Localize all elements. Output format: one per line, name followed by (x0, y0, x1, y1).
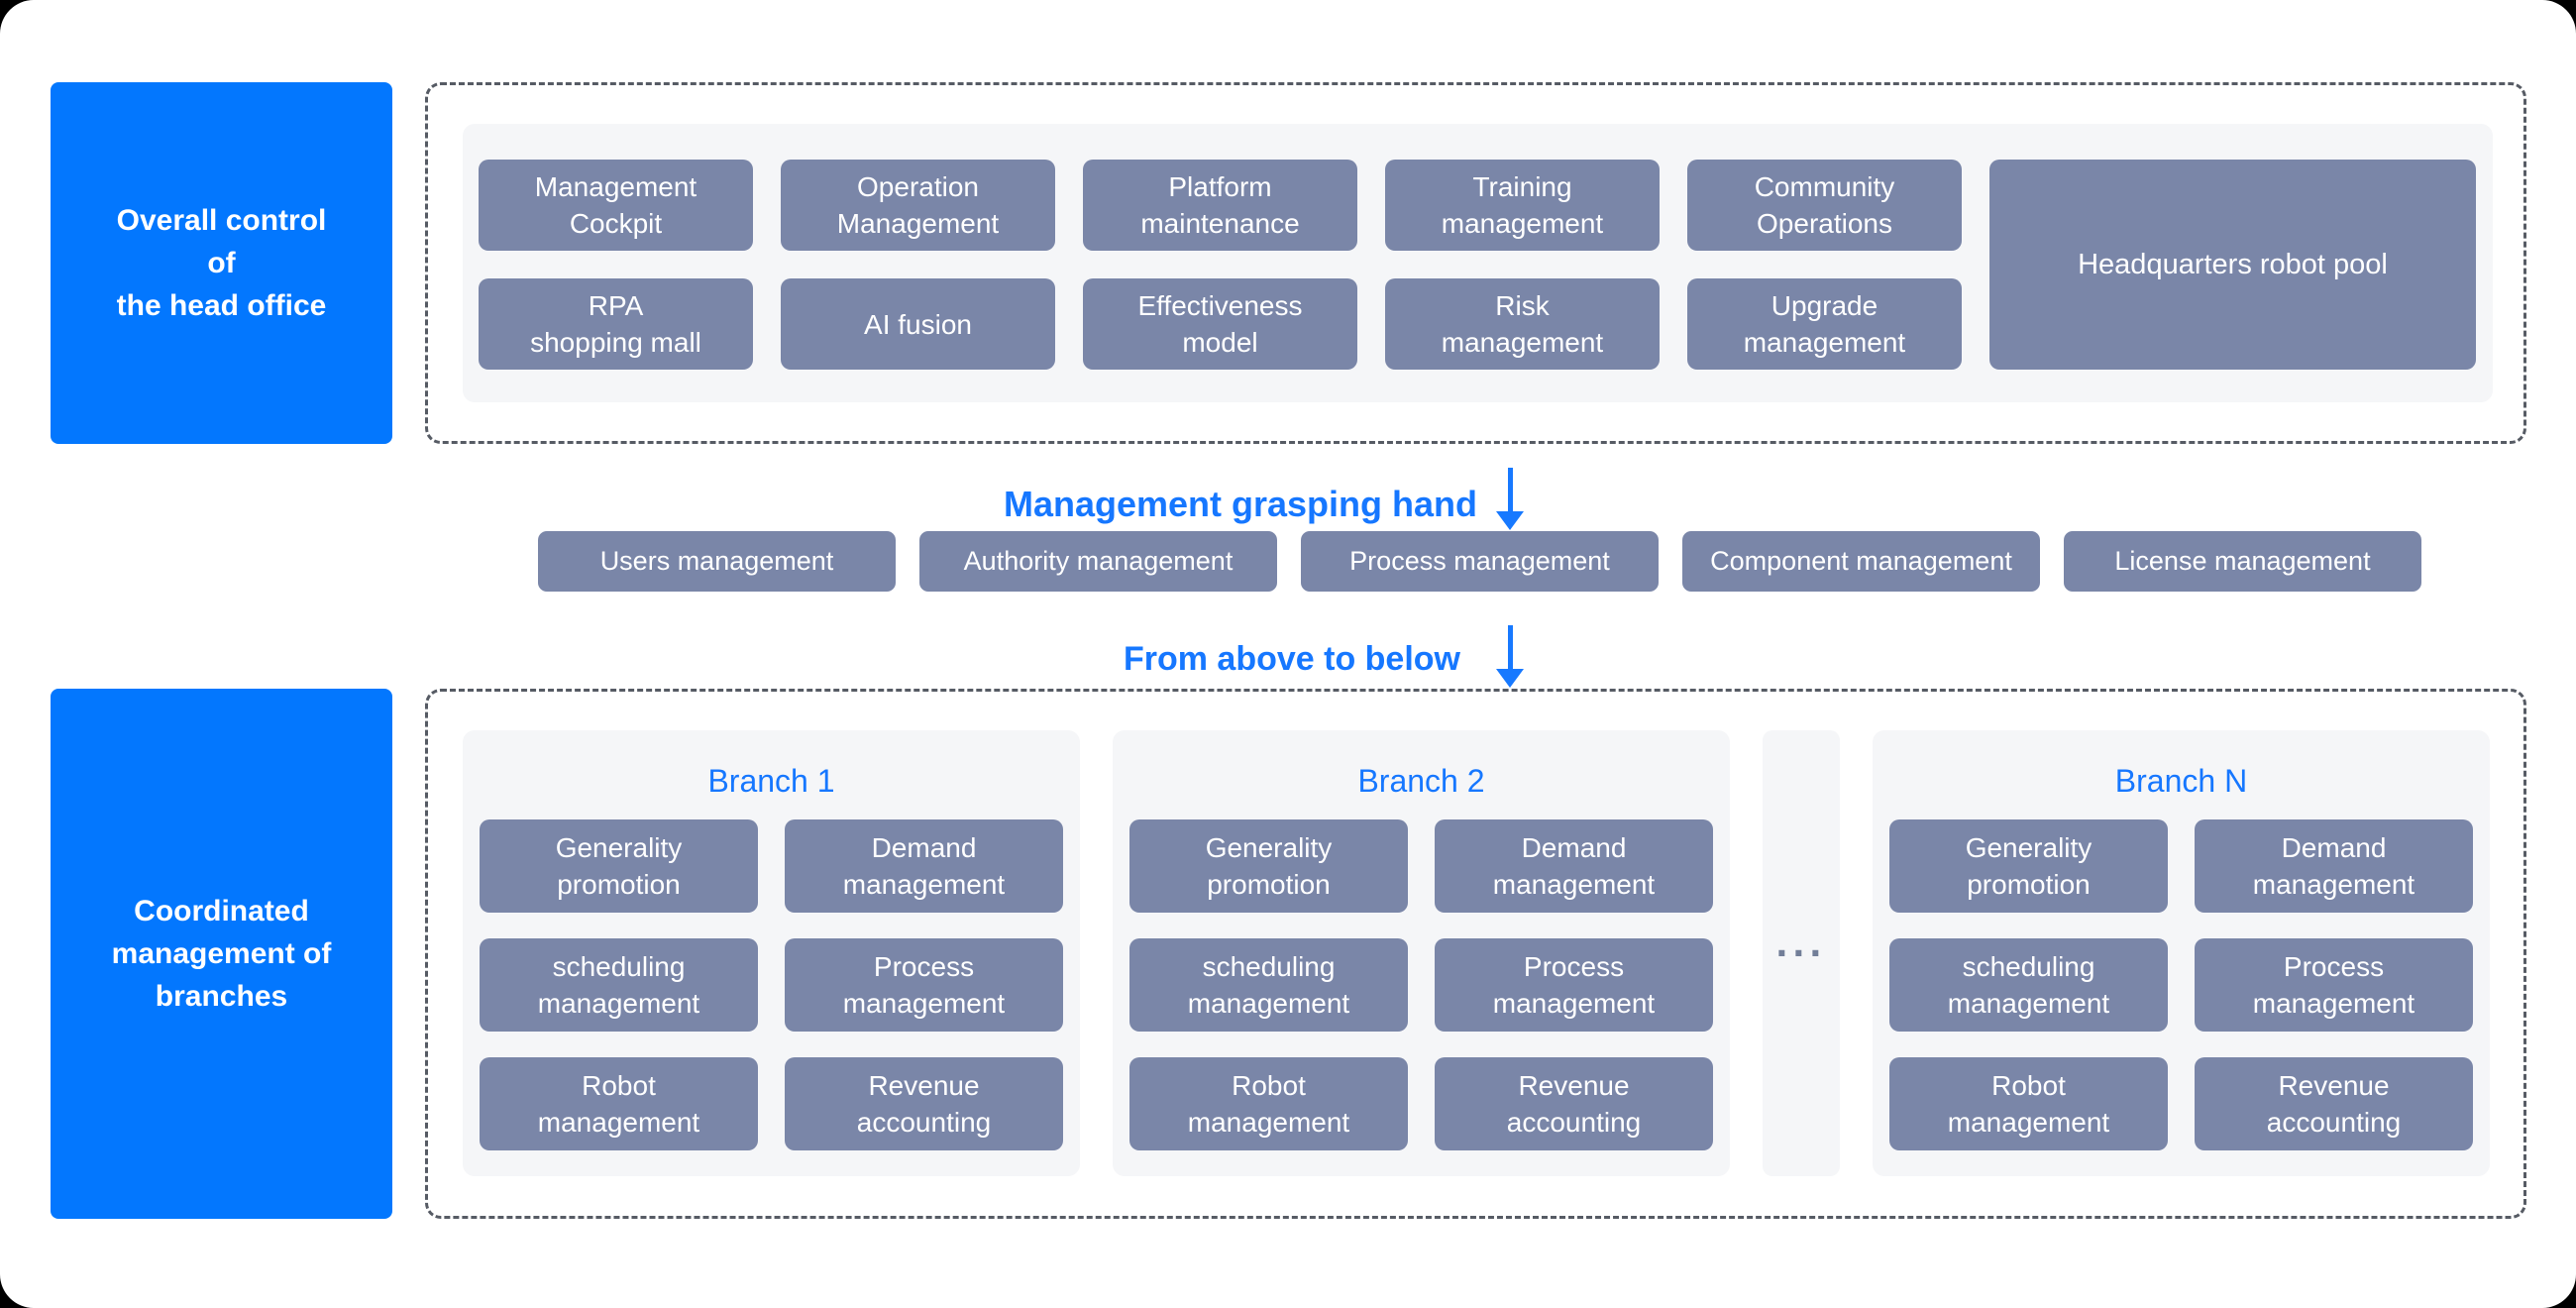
branch-panel-1: Branch 1 Generality promotion Demand man… (463, 730, 1080, 1176)
module-card-robot-management: Robot management (1129, 1057, 1408, 1150)
module-card-ai-fusion: AI fusion (781, 278, 1055, 370)
module-card-management-cockpit: Management Cockpit (479, 160, 753, 251)
module-card-process-management: Process management (1435, 938, 1713, 1032)
module-card-revenue-accounting: Revenue accounting (785, 1057, 1063, 1150)
headquarters-robot-pool-card: Headquarters robot pool (1989, 160, 2476, 370)
module-card-generality-promotion: Generality promotion (480, 819, 758, 913)
branches-side-label: Coordinated management of branches (51, 689, 392, 1219)
module-card-process-management: Process management (785, 938, 1063, 1032)
branch-title: Branch 2 (1357, 763, 1485, 799)
module-card-revenue-accounting: Revenue accounting (1435, 1057, 1713, 1150)
branch-module-grid: Generality promotion Demand management s… (480, 819, 1063, 1150)
module-card-platform-maintenance: Platform maintenance (1083, 160, 1357, 251)
arrow-shaft (1507, 625, 1513, 669)
arrow-shaft (1507, 468, 1513, 511)
module-card-risk-management: Risk management (1385, 278, 1660, 370)
module-card-effectiveness-model: Effectiveness model (1083, 278, 1357, 370)
module-card-generality-promotion: Generality promotion (1889, 819, 2168, 913)
head-office-side-label: Overall control of the head office (51, 82, 392, 444)
module-card-process-management: Process management (1301, 531, 1659, 592)
module-card-operation-management: Operation Management (781, 160, 1055, 251)
branch-module-grid: Generality promotion Demand management s… (1889, 819, 2473, 1150)
branches-dashed-container (425, 689, 2526, 1219)
module-card-demand-management: Demand management (785, 819, 1063, 913)
arrow-head (1496, 511, 1524, 530)
branch-module-grid: Generality promotion Demand management s… (1129, 819, 1713, 1150)
module-card-robot-management: Robot management (1889, 1057, 2168, 1150)
module-card-demand-management: Demand management (2195, 819, 2473, 913)
module-card-upgrade-management: Upgrade management (1687, 278, 1962, 370)
module-card-generality-promotion: Generality promotion (1129, 819, 1408, 913)
module-card-component-management: Component management (1682, 531, 2040, 592)
branches-ellipsis: ··· (1763, 730, 1840, 1176)
flow-label-from-above-to-below: From above to below (1123, 640, 1461, 678)
module-card-scheduling-management: scheduling management (1129, 938, 1408, 1032)
flow-label-management-grasping-hand: Management grasping hand (1003, 484, 1478, 524)
module-card-scheduling-management: scheduling management (480, 938, 758, 1032)
middle-modules-row: Users management Authority management Pr… (538, 531, 2421, 592)
module-card-rpa-shopping-mall: RPA shopping mall (479, 278, 753, 370)
branch-panel-2: Branch 2 Generality promotion Demand man… (1113, 730, 1730, 1176)
branch-title: Branch N (2114, 763, 2248, 799)
arrow-head (1496, 669, 1524, 688)
module-card-scheduling-management: scheduling management (1889, 938, 2168, 1032)
module-card-process-management: Process management (2195, 938, 2473, 1032)
down-arrow-icon (1492, 468, 1528, 530)
branch-panels-row: Branch 1 Generality promotion Demand man… (463, 730, 2490, 1176)
module-card-license-management: License management (2064, 531, 2421, 592)
branch-panel-n: Branch N Generality promotion Demand man… (1873, 730, 2490, 1176)
module-card-robot-management: Robot management (480, 1057, 758, 1150)
module-card-users-management: Users management (538, 531, 896, 592)
module-card-community-operations: Community Operations (1687, 160, 1962, 251)
module-card-revenue-accounting: Revenue accounting (2195, 1057, 2473, 1150)
down-arrow-icon (1492, 625, 1528, 688)
head-office-module-grid: Headquarters robot pool Management Cockp… (479, 160, 2476, 370)
module-card-demand-management: Demand management (1435, 819, 1713, 913)
head-office-dashed-container (425, 82, 2526, 444)
branch-title: Branch 1 (707, 763, 835, 799)
module-card-authority-management: Authority management (919, 531, 1277, 592)
module-card-training-management: Training management (1385, 160, 1660, 251)
